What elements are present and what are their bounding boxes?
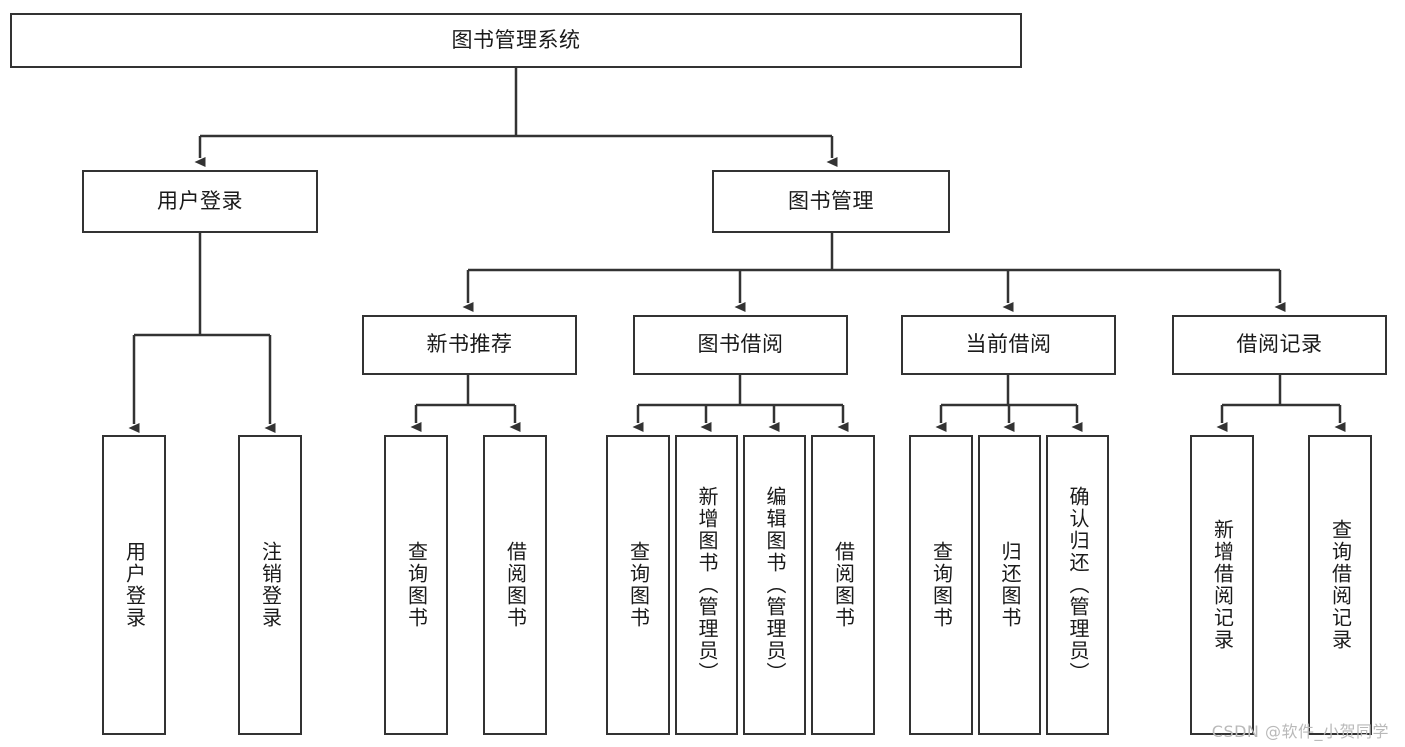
leaf-current-borrow-return-book[interactable]: 归还图书: [978, 435, 1041, 735]
leaf-borrow-record-add-record[interactable]: 新增借阅记录: [1190, 435, 1254, 735]
node-label: 编辑图书（管理员）: [763, 486, 787, 684]
leaf-user-login-login[interactable]: 用户登录: [102, 435, 166, 735]
leaf-book-borrow-add-book-admin[interactable]: 新增图书（管理员）: [675, 435, 738, 735]
node-label: 用户登录: [122, 541, 147, 629]
node-label: 借阅图书: [503, 541, 528, 629]
leaf-book-borrow-borrow-book[interactable]: 借阅图书: [811, 435, 875, 735]
leaf-user-login-logout[interactable]: 注销登录: [238, 435, 302, 735]
node-root-book-management-system[interactable]: 图书管理系统: [10, 13, 1022, 68]
node-book-borrow[interactable]: 图书借阅: [633, 315, 848, 375]
leaf-current-borrow-query-book[interactable]: 查询图书: [909, 435, 973, 735]
node-label: 用户登录: [157, 188, 243, 213]
leaf-new-book-borrow-book[interactable]: 借阅图书: [483, 435, 547, 735]
node-current-borrow[interactable]: 当前借阅: [901, 315, 1116, 375]
node-label: 归还图书: [998, 541, 1022, 629]
node-label: 查询图书: [929, 541, 954, 629]
node-label: 注销登录: [258, 541, 283, 629]
node-label: 查询借阅记录: [1328, 519, 1353, 651]
leaf-current-borrow-confirm-return-admin[interactable]: 确认归还（管理员）: [1046, 435, 1109, 735]
node-label: 查询图书: [626, 541, 651, 629]
leaf-new-book-query-book[interactable]: 查询图书: [384, 435, 448, 735]
node-label: 图书管理系统: [451, 27, 581, 52]
leaf-borrow-record-query-record[interactable]: 查询借阅记录: [1308, 435, 1372, 735]
node-label: 新书推荐: [426, 332, 513, 357]
node-label: 借阅图书: [831, 541, 856, 629]
node-borrow-record[interactable]: 借阅记录: [1172, 315, 1387, 375]
node-label: 新增图书（管理员）: [695, 486, 719, 684]
node-label: 图书管理: [788, 188, 874, 213]
node-user-login[interactable]: 用户登录: [82, 170, 318, 233]
node-label: 借阅记录: [1236, 332, 1323, 357]
node-new-book-recommend[interactable]: 新书推荐: [362, 315, 577, 375]
node-label: 新增借阅记录: [1210, 519, 1235, 651]
node-label: 图书借阅: [697, 332, 784, 357]
node-label: 确认归还（管理员）: [1066, 486, 1090, 684]
node-label: 当前借阅: [965, 332, 1052, 357]
watermark-csdn: CSDN @软件_小贺同学: [1211, 722, 1389, 741]
node-label: 查询图书: [404, 541, 429, 629]
leaf-book-borrow-query-book[interactable]: 查询图书: [606, 435, 670, 735]
leaf-book-borrow-edit-book-admin[interactable]: 编辑图书（管理员）: [743, 435, 806, 735]
node-book-management[interactable]: 图书管理: [712, 170, 950, 233]
